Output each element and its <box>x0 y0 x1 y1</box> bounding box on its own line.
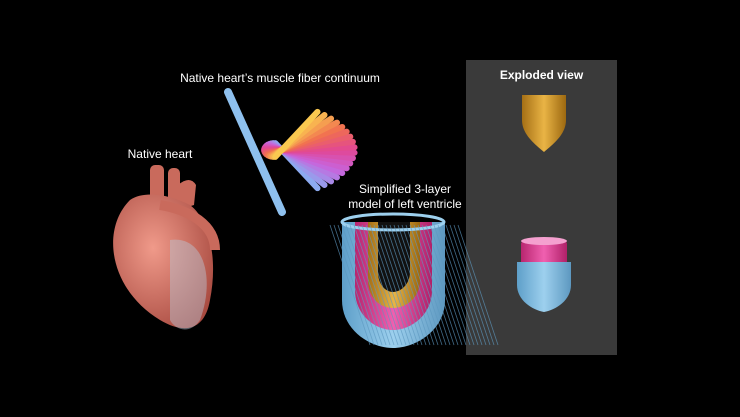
fiber-hatch <box>445 224 487 346</box>
fiber-hatch <box>409 224 451 346</box>
fiber-hatch <box>397 224 439 346</box>
fiber-hatch <box>417 224 459 346</box>
fiber-hatch <box>433 224 475 346</box>
native-heart-label: Native heart <box>127 147 193 161</box>
exploded-view-image <box>517 95 571 312</box>
fiber-hatch <box>329 224 371 346</box>
fiber-hatch <box>377 224 419 346</box>
fiber-hatch <box>333 224 375 346</box>
fiber-hatch <box>341 224 383 346</box>
fiber-hatch <box>357 224 399 346</box>
fiber-hatch <box>413 224 455 346</box>
fiber-hatch <box>437 224 479 346</box>
fiber-hatch <box>369 224 411 346</box>
fiber-hatch <box>389 224 431 346</box>
fiber-hatch <box>361 224 403 346</box>
fiber-hatch <box>449 224 491 346</box>
exploded-view-label: Exploded view <box>499 68 584 82</box>
fiber-hatch <box>405 224 447 346</box>
fiber-hatch <box>441 224 483 346</box>
fiber-hatch <box>373 224 415 346</box>
fiber-hatch <box>421 224 463 346</box>
fiber-hatch <box>429 224 471 346</box>
fiber-hatch <box>365 224 407 346</box>
fiber-strand <box>272 108 321 160</box>
native-heart-image <box>113 165 220 330</box>
fiber-hatch <box>337 224 379 346</box>
fiber-hatch <box>457 224 499 346</box>
three-layer-model-image <box>329 212 499 348</box>
fiber-hatch <box>385 224 427 346</box>
fiber-hatch <box>381 224 423 346</box>
fiber-hatch <box>401 224 443 346</box>
model-label-line2: model of left ventricle <box>348 197 462 211</box>
fiber-continuum-image <box>224 88 358 216</box>
fiber-hatch <box>393 224 435 346</box>
fiber-hatch <box>353 224 395 346</box>
fiber-hatch <box>349 224 391 346</box>
fiber-strand <box>224 88 286 216</box>
model-label-line1: Simplified 3-layer <box>358 182 452 196</box>
fiber-hatch <box>453 224 495 346</box>
fiber-continuum-label: Native heart’s muscle fiber continuum <box>180 71 380 85</box>
fiber-hatch <box>425 224 467 346</box>
fiber-hatch <box>345 224 387 346</box>
model-label: Simplified 3-layer model of left ventric… <box>330 182 480 212</box>
